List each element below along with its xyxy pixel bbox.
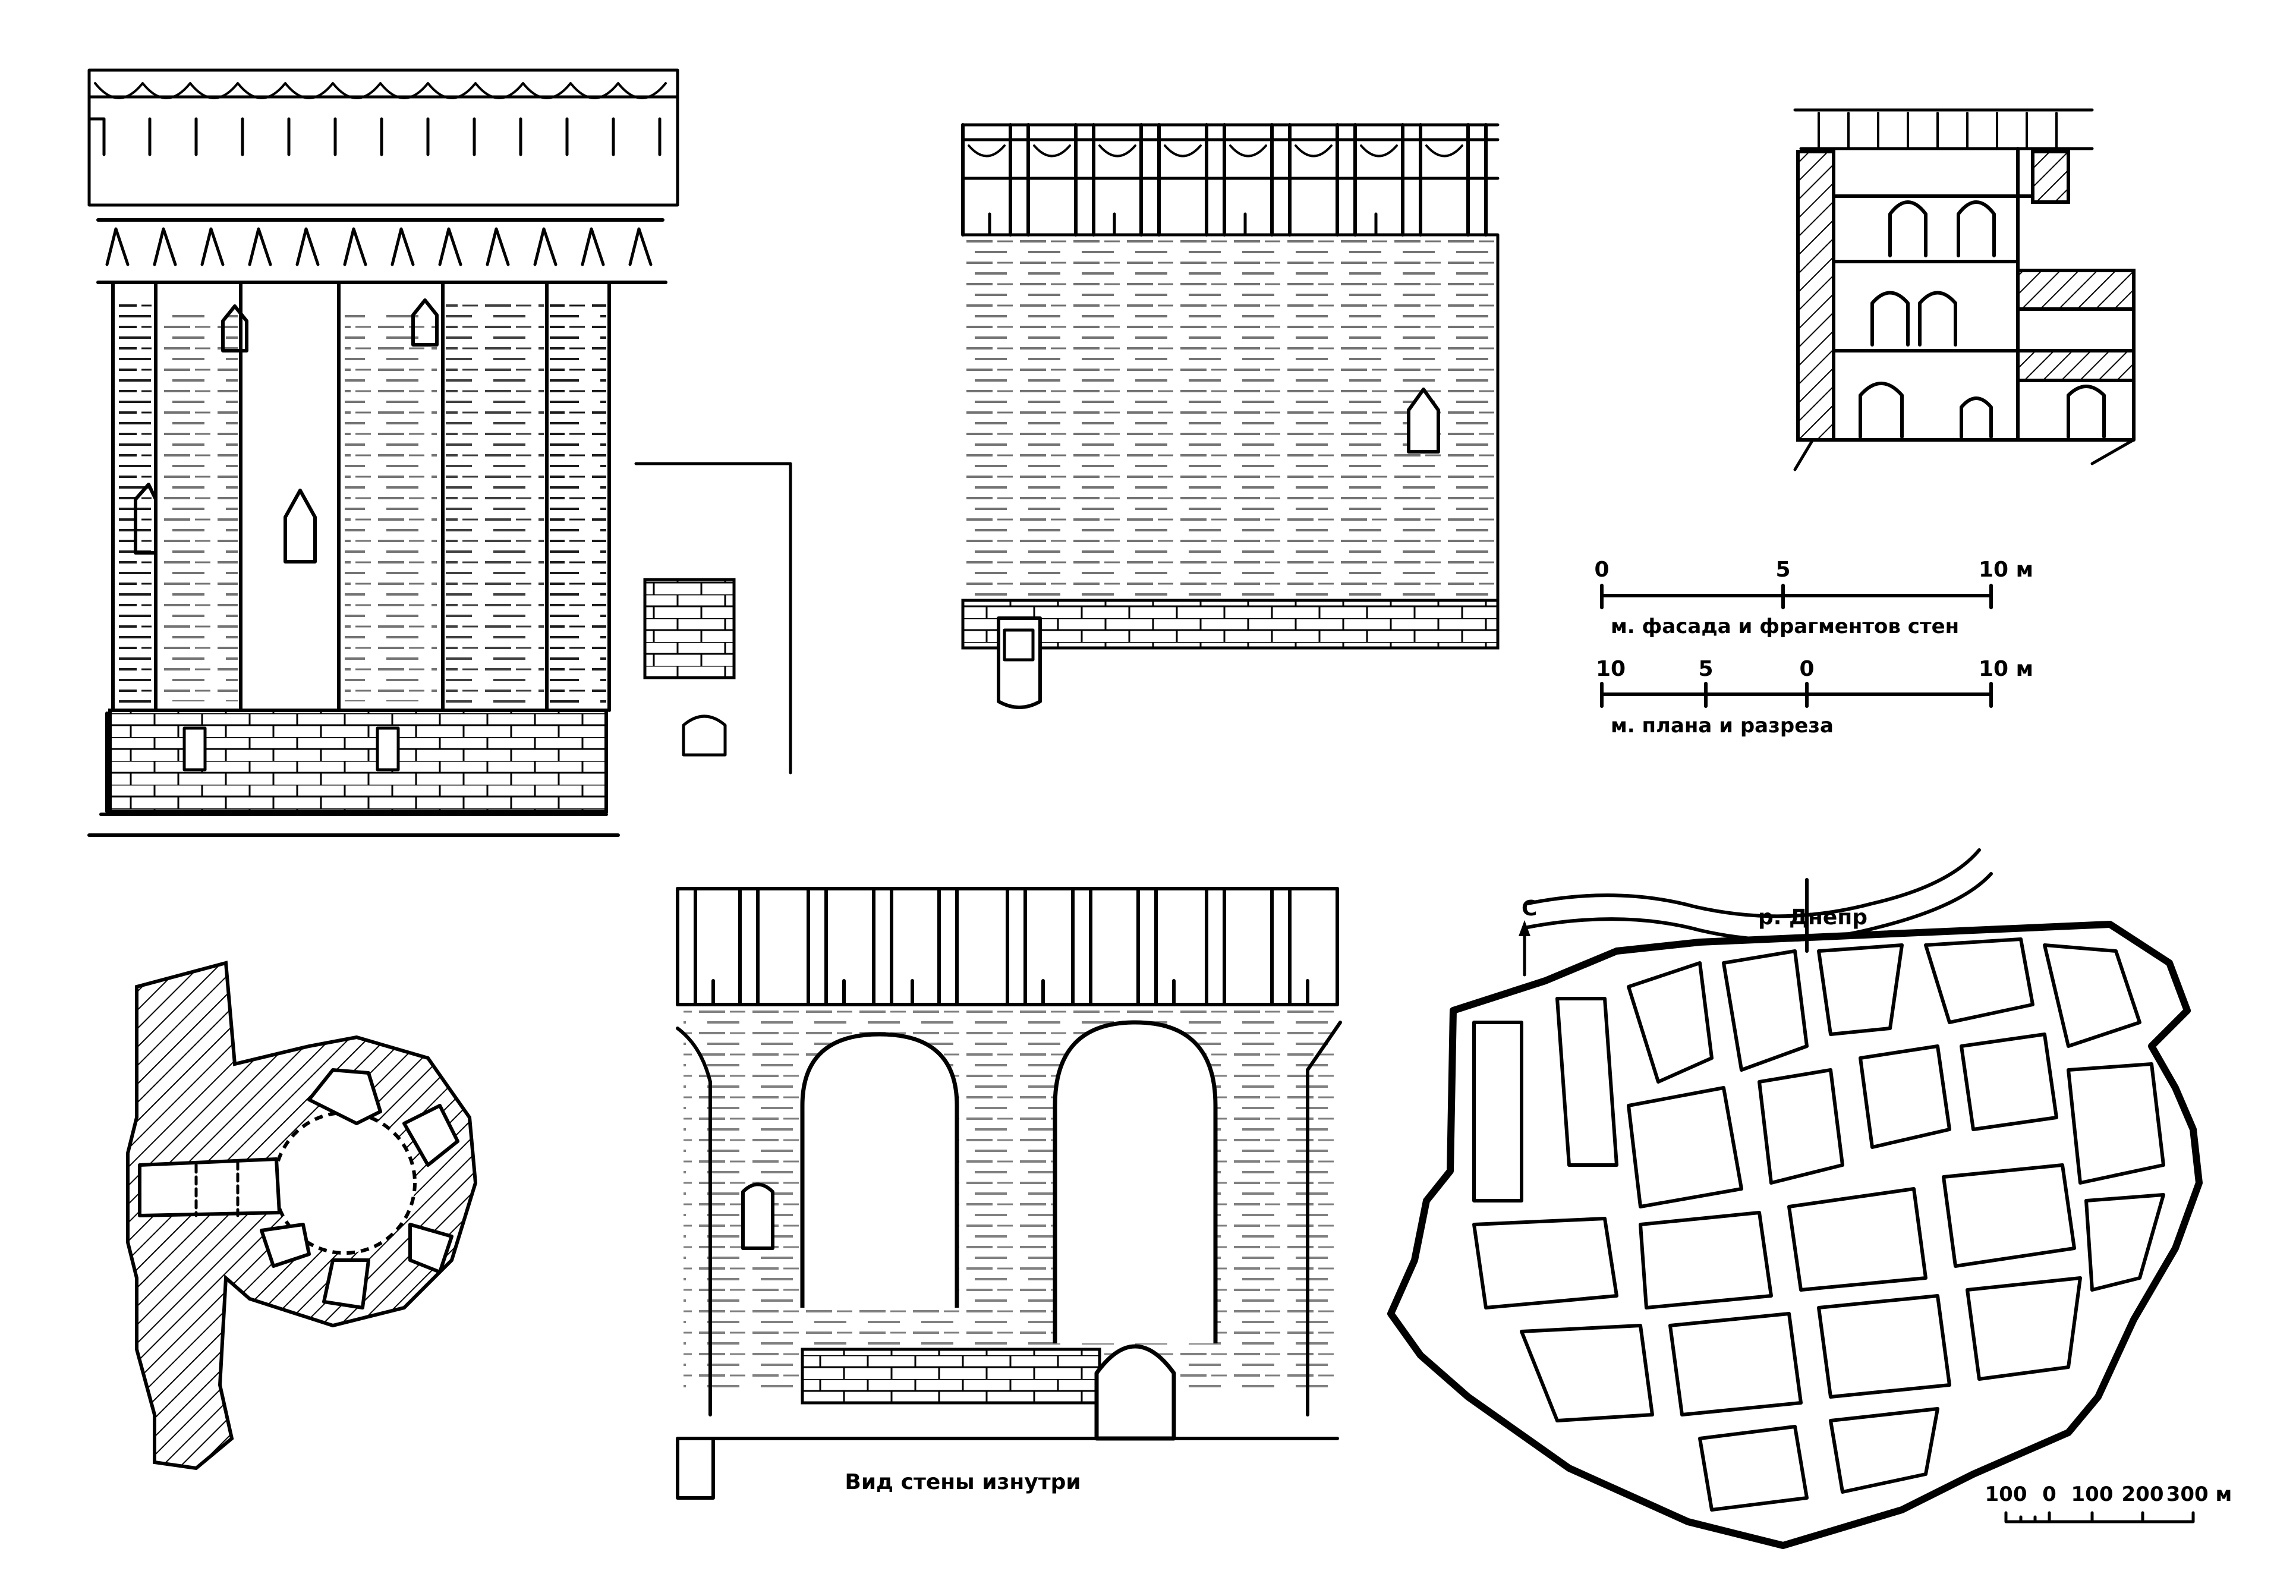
tower-facade-drawing: [87, 68, 792, 837]
tower-plinth: [87, 709, 620, 837]
map-scale-tick: 100: [2071, 1482, 2114, 1506]
wall-foot-masonry: [961, 599, 1500, 650]
city-plan-map: р. Днепр С: [1387, 848, 2232, 1549]
inner-wall-caption: Вид стены изнутри: [845, 1470, 1081, 1494]
wall-niche: [1407, 388, 1440, 454]
city-fortress-wall: [1387, 921, 2203, 1549]
north-label: С: [1522, 896, 1537, 921]
section-hatched-walls: [1796, 150, 1835, 442]
tower-section-drawing: [1793, 108, 2136, 471]
map-scale-bar: 100 0 100 200 300 м: [1985, 1482, 2232, 1523]
plan-scale-tick: 10 м: [1979, 657, 2033, 681]
map-scale-tick: 300 м: [2166, 1482, 2232, 1506]
plan-scale-tick: 0: [1799, 657, 1814, 681]
inner-wall-arches: [676, 1020, 1342, 1416]
facade-scale-caption: м. фасада и фрагментов стен: [1611, 615, 1959, 638]
plan-scale-tick: 5: [1698, 657, 1713, 681]
section-arched-openings: [1859, 200, 2106, 439]
tower-shaft: [111, 282, 611, 712]
river-label: р. Днепр: [1758, 905, 1867, 930]
tower-machicolation-arcade: [96, 218, 667, 284]
tower-window-slots: [134, 298, 439, 564]
wall-foundation: [997, 616, 1042, 709]
facade-scale-tick: 0: [1594, 558, 1609, 582]
inner-wall-drawing: Вид стены изнутри: [676, 887, 1342, 1500]
city-street-blocks: [1472, 937, 2165, 1512]
facade-scale-bar: 0 5 10 м м. фасада и фрагментов стен: [1594, 558, 2033, 638]
wall-facade-drawing: [961, 123, 1500, 709]
inner-wall-gate: [1094, 1344, 1176, 1441]
adjoining-wall-section: [634, 462, 792, 775]
wall-merlons: [961, 123, 1500, 237]
plan-scale-caption: м. плана и разреза: [1611, 714, 1834, 738]
inner-wall-merlons: [676, 887, 1339, 1006]
plan-scale-bar: 10 5 0 10 м м. плана и разреза: [1596, 657, 2033, 738]
tower-merlons: [87, 68, 679, 207]
inner-wall-niche: [741, 1182, 774, 1250]
plan-scale-tick: 10: [1596, 657, 1626, 681]
north-arrow: С: [1519, 896, 1537, 977]
facade-scale-tick: 10 м: [1979, 558, 2033, 582]
map-scale-tick: 200: [2122, 1482, 2164, 1506]
map-scale-tick: 100: [1985, 1482, 2027, 1506]
map-scale-tick: 0: [2042, 1482, 2056, 1506]
facade-scale-tick: 5: [1775, 558, 1790, 582]
tower-plan-drawing: [126, 961, 478, 1471]
